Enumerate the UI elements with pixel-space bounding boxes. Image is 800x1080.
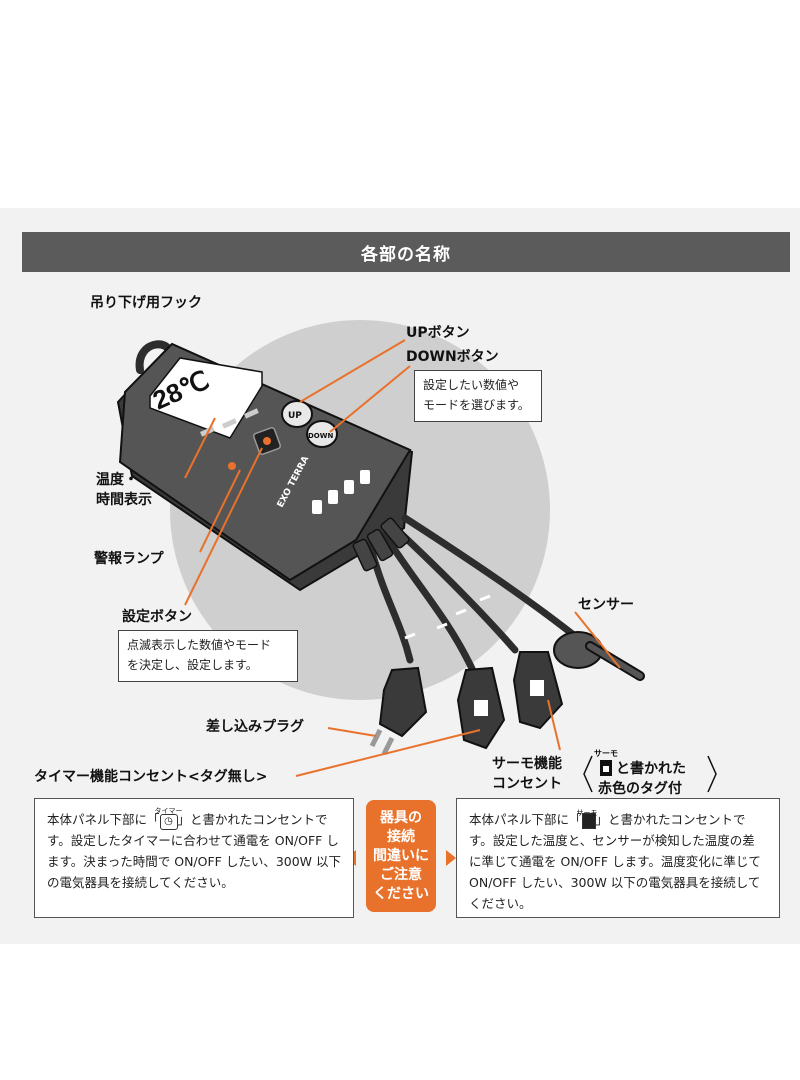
warning-line-2: 接続 — [387, 828, 415, 845]
warning-line-4: ご注意 — [380, 866, 422, 883]
label-temp-time: 温度・ 時間表示 — [96, 472, 152, 508]
timer-tag-icon: ◷タイマー — [155, 807, 183, 830]
header-title: 各部の名称 — [361, 244, 451, 265]
cable-boots — [352, 517, 410, 572]
up-button-shape — [281, 400, 313, 428]
thermo-tag-mark: サーモ — [594, 749, 618, 758]
label-down-button: DOWNボタン — [406, 349, 499, 365]
label-thermo-tag-2: 赤色のタグ付 — [598, 781, 682, 797]
warn-arrow-right — [446, 850, 456, 866]
set-button-dot — [263, 437, 271, 445]
section-header: 各部の名称 — [22, 232, 790, 272]
note-timer: 本体パネル下部に「◷タイマー」と書かれたコンセントです。設定したタイマーに合わせ… — [34, 798, 354, 918]
warning-line-1: 器具の — [380, 809, 422, 826]
plug-body — [378, 666, 428, 738]
label-thermo-tag-1: と書かれた — [616, 761, 686, 777]
warning-line-3: 間違いに — [373, 847, 429, 864]
thermo-note-tag-icon: サーモ — [577, 809, 598, 829]
label-thermo-outlet: サーモ機能 コンセント — [492, 756, 562, 792]
callout-set: 点滅表示した数値やモード を決定し、設定します。 — [118, 630, 298, 682]
alarm-lamp-shape — [228, 462, 236, 470]
up-button-text: UP — [288, 411, 302, 421]
warning-badge: 器具の 接続 間違いに ご注意 ください — [366, 800, 436, 912]
note-thermo-text-2: 」と書かれたコンセントです。設定した温度と、センサーが検知した温度の差に準じて通… — [469, 812, 761, 911]
lcd-display — [149, 357, 263, 439]
tag-bracket-left — [583, 755, 593, 793]
down-button-shape — [306, 420, 338, 448]
tag-bracket-right — [707, 755, 717, 793]
label-sensor: センサー — [578, 597, 634, 613]
warning-line-5: ください — [373, 885, 429, 902]
thermo-note-tag-mark: サーモ — [576, 808, 598, 817]
note-timer-text-1: 本体パネル下部に「 — [47, 812, 160, 827]
timer-tag-mark: タイマー — [154, 807, 183, 815]
callout-updown: 設定したい数値や モードを選びます。 — [414, 370, 542, 422]
label-timer-outlet: タイマー機能コンセント<タグ無し> — [34, 769, 268, 785]
label-up-button: UPボタン — [406, 325, 470, 341]
note-thermo-text-1: 本体パネル下部に「 — [469, 812, 582, 827]
cable-ties — [404, 594, 491, 640]
note-timer-text-2: 」と書かれたコンセントです。設定したタイマーに合わせて通電を ON/OFF しま… — [47, 812, 342, 890]
leader-lines — [184, 339, 621, 777]
down-button-text: DOWN — [308, 432, 333, 440]
label-hook: 吊り下げ用フック — [90, 295, 202, 311]
label-plug: 差し込みプラグ — [206, 719, 304, 735]
label-set-button: 設定ボタン — [122, 609, 192, 625]
label-alarm-lamp: 警報ランプ — [94, 551, 164, 567]
note-thermo: 本体パネル下部に「サーモ」と書かれたコンセントです。設定した温度と、センサーが検… — [456, 798, 780, 918]
outlet-icons — [312, 470, 370, 514]
cables — [366, 514, 584, 679]
